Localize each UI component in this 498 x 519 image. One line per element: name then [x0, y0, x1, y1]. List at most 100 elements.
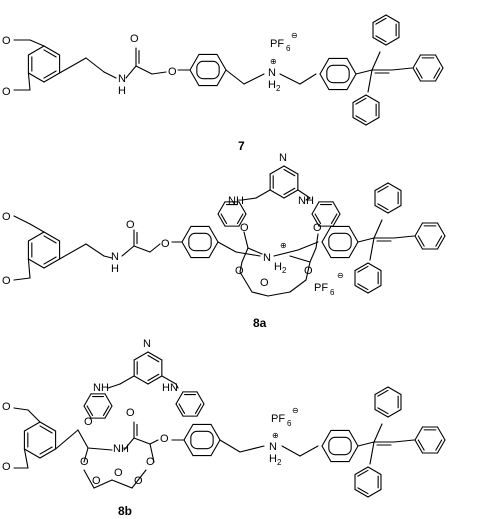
c8a-dimethoxyphenyl: [43, 258, 61, 269]
c8a-phenylene: [328, 232, 352, 252]
atom-o: O: [2, 461, 11, 473]
c7-phenylene: [189, 69, 200, 87]
c7-dimethoxyphenyl: [43, 70, 57, 79]
atom-hn: HN: [162, 382, 178, 394]
c7-phenylene: [216, 53, 227, 71]
c8a-bond: [373, 219, 383, 239]
c7-bond: [29, 39, 45, 47]
c8b-dimethoxyphenyl: [39, 446, 53, 455]
c8b-crown: [149, 443, 155, 463]
c7-dimethoxyphenyl: [27, 72, 45, 83]
c8b-dimethoxyphenyl: [39, 448, 57, 459]
c8b-chain: [239, 445, 265, 453]
ammonium-n: N: [269, 441, 277, 453]
c8b-chain: [299, 445, 319, 457]
atom-o-crown: O: [92, 475, 101, 487]
c8a-crown: [243, 231, 249, 249]
c8a-phenylene: [181, 225, 192, 243]
atom-o-crown: O: [84, 416, 93, 428]
c8b-dimethoxyphenyl: [23, 448, 41, 459]
c8a-chain: [85, 243, 105, 257]
c8a-phenyl-right: [414, 235, 424, 250]
c8b-bond: [393, 439, 415, 443]
c7-phenyl-top: [385, 14, 400, 24]
ammonium-group: N H 2 ⊕: [268, 57, 281, 93]
c7-phenylene: [189, 53, 200, 71]
c8b-aniline-right: [175, 391, 184, 405]
compound-id: 7: [238, 139, 245, 153]
c7-phenyl-right: [412, 67, 422, 82]
ammonium-h: H: [269, 453, 277, 465]
ammonium-n: N: [268, 67, 276, 79]
c8a-aniline-left: [238, 201, 247, 215]
c8a-aniline-right: [332, 201, 341, 215]
c8a-dimethoxyphenyl: [43, 231, 61, 242]
atom-n-pyridine: N: [279, 152, 287, 164]
c8b-phenyl-right: [435, 439, 443, 451]
compound-8a: O O N H O O N NH NH O O O O O N H 2 ⊕ PF…: [2, 152, 344, 330]
c8b-phenyl-bottom: [354, 488, 369, 498]
c8b-phenylene: [190, 430, 214, 450]
c8b-phenyl-top: [377, 389, 389, 397]
compound-8b: O O N NH HN O O O NH O O O O O N H 2 ⊕ P…: [2, 338, 299, 518]
c8a-bond: [29, 223, 45, 233]
atom-o: O: [2, 86, 11, 98]
c8a-chain: [297, 241, 319, 251]
c8b-phenyl-top: [374, 408, 389, 418]
c8a-pyridine: [283, 165, 299, 175]
counterion-base: PF: [314, 282, 328, 294]
c8b-phenylene: [183, 423, 194, 441]
c7-chain: [59, 57, 87, 74]
c7-dimethoxyphenyl: [43, 72, 61, 83]
c8b-pyridine: [147, 373, 160, 382]
c8a-dimethoxyphenyl: [27, 258, 45, 269]
c8a-chain: [121, 245, 135, 257]
counterion-base: PF: [271, 413, 285, 425]
c8a-chain: [235, 251, 261, 257]
c8b-crown: [83, 469, 95, 489]
c8b-macrocycle: [119, 375, 135, 385]
c7-phenyl-right: [433, 67, 441, 79]
c8b-phenyl-right: [417, 439, 425, 451]
counterion-pf6: PF 6 ⊖: [270, 31, 298, 53]
c8a-aniline-right: [314, 213, 322, 225]
c8b-aniline-right: [178, 403, 186, 415]
c8a-macrocycle: [241, 197, 257, 201]
atom-o-carbonyl: O: [126, 407, 135, 419]
c8a-pyridine: [283, 189, 299, 199]
c8b-methoxy: [13, 407, 29, 411]
c8a-macrocycle: [305, 197, 311, 201]
c8b-pyridine: [133, 375, 149, 385]
c8b-phenyl-bottom: [367, 488, 382, 498]
c7-bond: [391, 67, 413, 71]
c8b-macrocycle: [161, 375, 177, 385]
c7-phenylene: [326, 64, 350, 84]
compound-id: 8a: [253, 316, 267, 330]
c7-phenylene: [346, 73, 357, 91]
c8b-phenyl-top: [387, 386, 402, 396]
c8b-aniline-left: [104, 393, 113, 407]
atom-o: O: [2, 401, 11, 413]
c8a-phenyl-right: [436, 222, 446, 237]
c7-phenyl-right: [412, 54, 422, 69]
c8a-phenylene: [208, 225, 219, 243]
c8a-bond: [369, 237, 375, 261]
c8b-crown: [149, 439, 159, 445]
atom-nh-right: NH: [298, 195, 314, 207]
c8a-chain: [133, 245, 151, 253]
c8a-pyridine: [269, 165, 285, 175]
c8a-bond: [27, 258, 31, 279]
c8b-phenyl-right: [414, 439, 424, 454]
c8b-crown: [83, 447, 89, 463]
c8a-aniline-left: [217, 213, 226, 227]
atom-o-crown: O: [146, 456, 155, 468]
c8a-pyridine: [283, 168, 296, 177]
c8a-crown: [289, 255, 311, 263]
atom-o-crown: O: [235, 265, 244, 277]
c8a-phenyl-bottom: [357, 283, 369, 291]
atom-n-pyridine: N: [143, 338, 151, 350]
c7-phenyl-top: [375, 17, 387, 25]
c8b-phenyl-right: [436, 439, 446, 454]
c8a-crown: [247, 247, 263, 255]
